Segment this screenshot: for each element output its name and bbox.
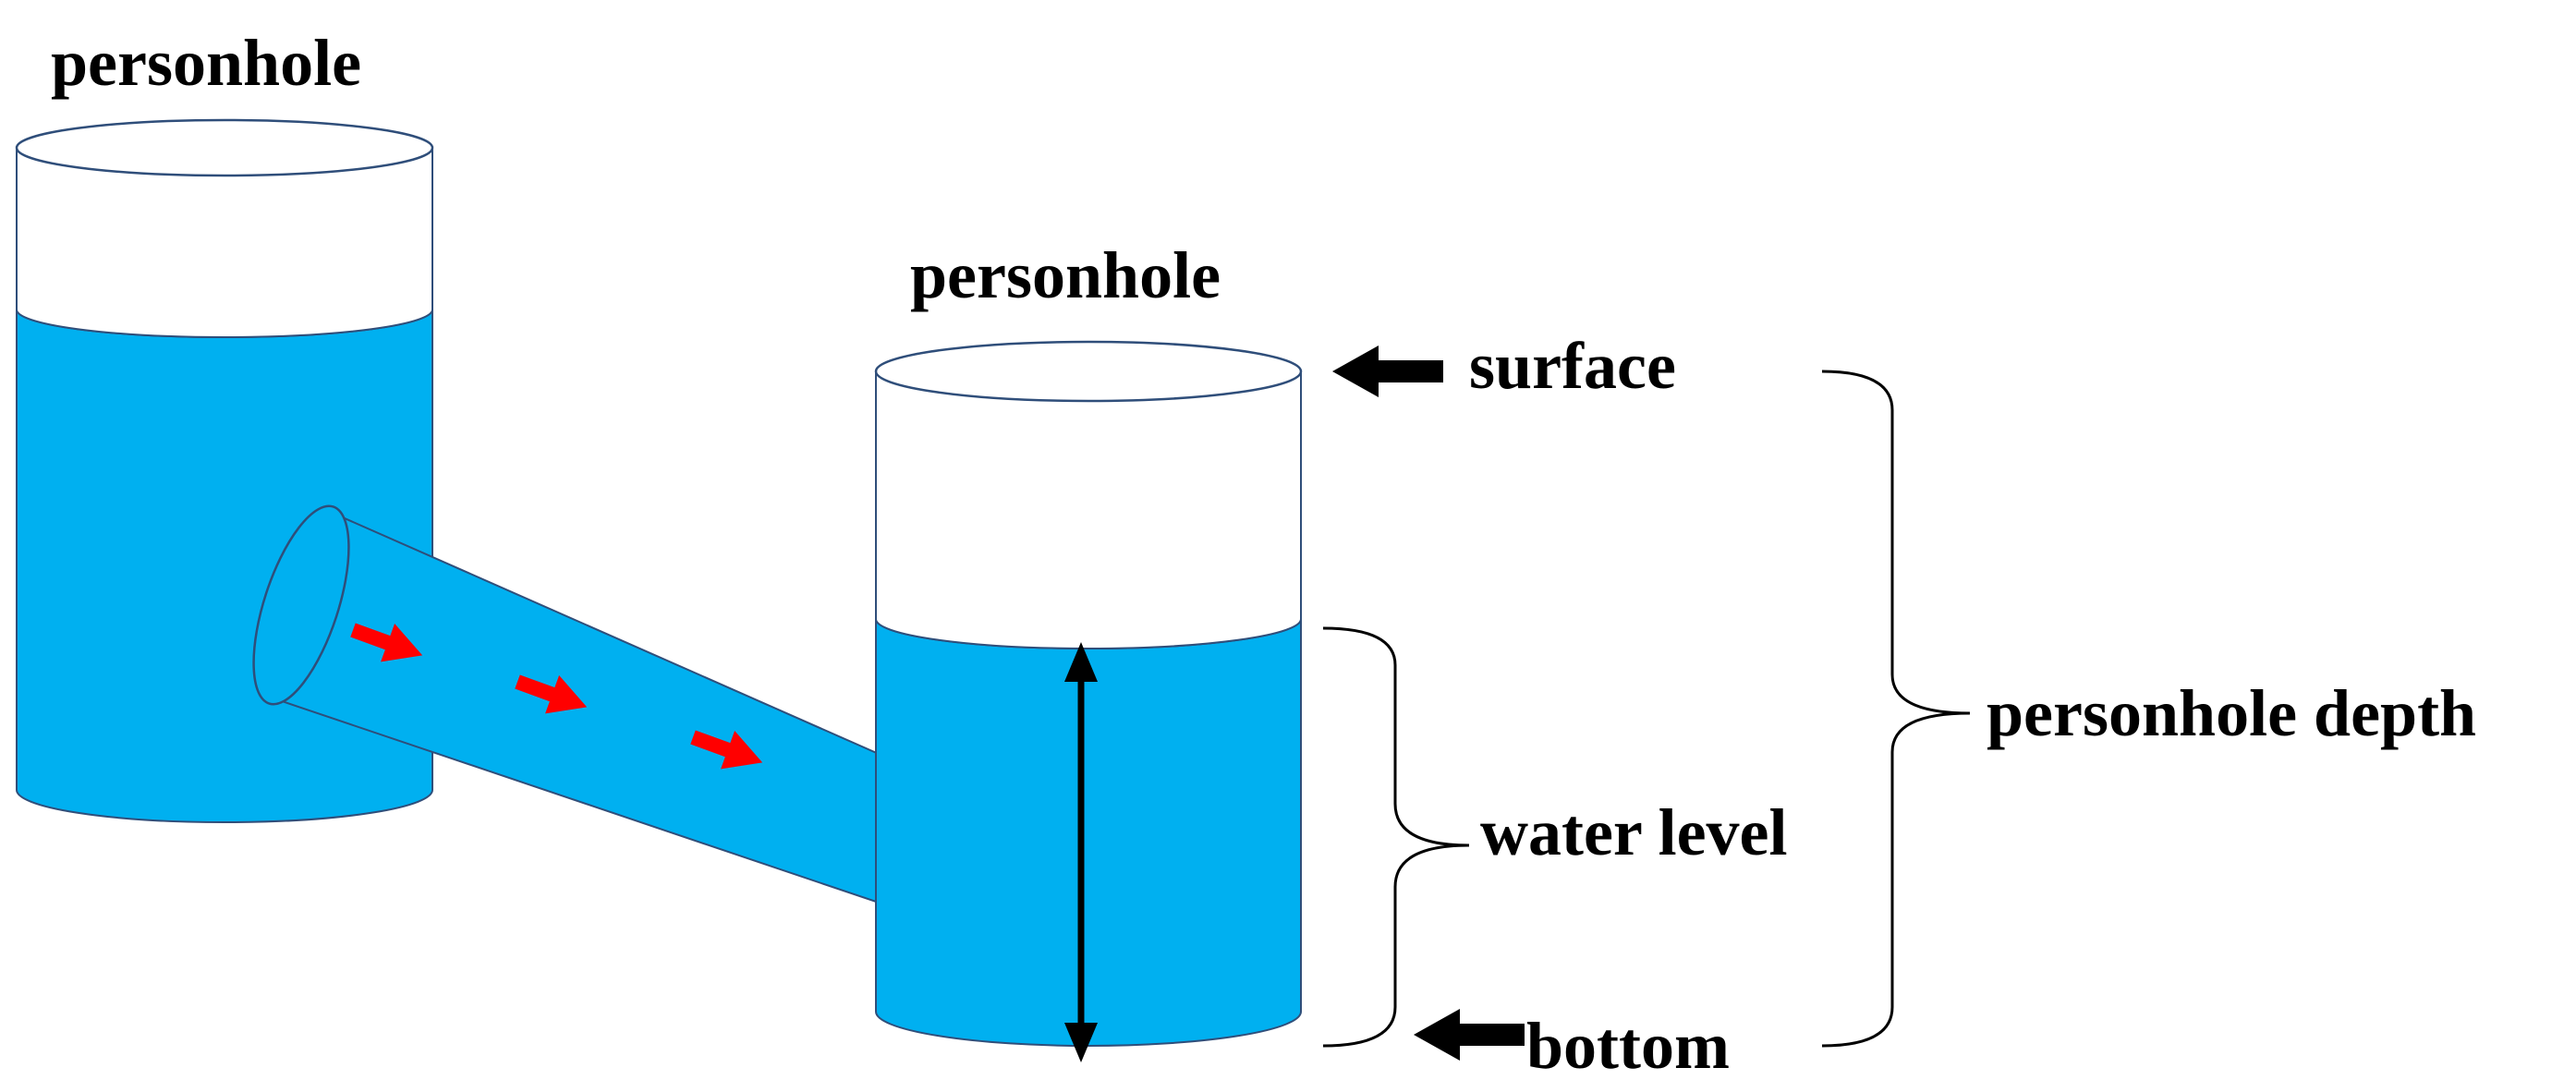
personhole-depth-label: personhole depth <box>1987 676 2476 750</box>
double-arrow-icon <box>1064 642 1098 1062</box>
right-manhole-top <box>874 340 1303 403</box>
personhole-depth-brace <box>1821 370 1971 1048</box>
right-manhole <box>874 340 1303 1047</box>
right-manhole-upper-wall <box>875 371 1302 649</box>
left-manhole-label: personhole <box>51 26 361 100</box>
surface-label: surface <box>1469 329 1676 403</box>
bottom-label: bottom <box>1526 1009 1730 1083</box>
water-level-label: water level <box>1480 795 1788 869</box>
right-manhole-water <box>875 618 1302 1047</box>
water-level-brace <box>1322 626 1470 1048</box>
left-arrow-icon <box>1332 346 1443 397</box>
right-manhole-label: personhole <box>910 238 1221 312</box>
left-arrow-icon <box>1414 1009 1525 1061</box>
pipe-opening <box>252 504 350 706</box>
left-manhole-upper-wall <box>16 148 433 338</box>
left-manhole-top <box>15 118 434 177</box>
left-manhole <box>15 118 434 823</box>
